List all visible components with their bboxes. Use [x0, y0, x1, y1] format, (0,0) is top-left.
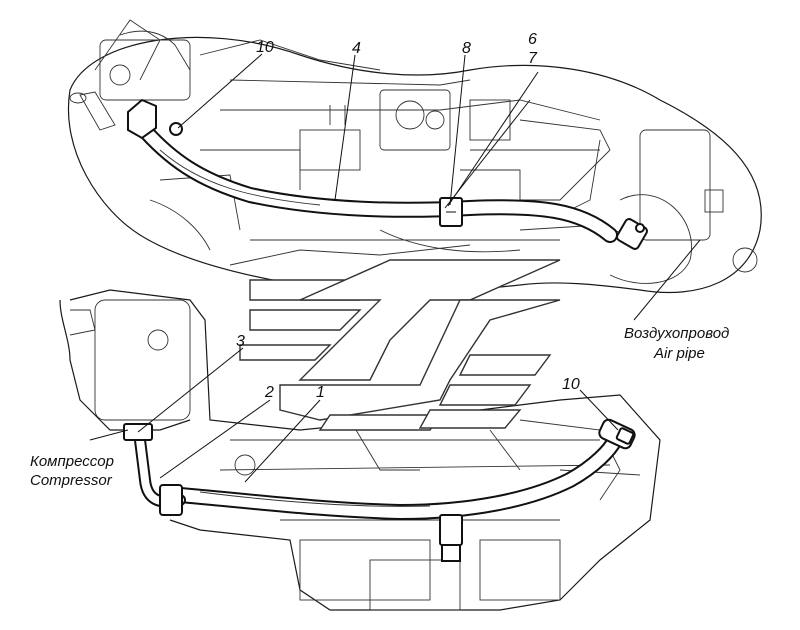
leader-lines [89, 53, 701, 483]
callout-10-top: 10 [256, 39, 274, 56]
callout-10-bottom: 10 [562, 376, 580, 393]
compressor-caption-en: Compressor [30, 472, 113, 489]
lower-right-hose-clamp [598, 418, 636, 450]
callouts: 10 4 8 6 7 3 2 1 10 [236, 31, 580, 401]
callout-4: 4 [352, 40, 361, 57]
upper-air-hose [132, 117, 618, 243]
lower-air-hose [172, 432, 623, 521]
callout-3: 3 [236, 333, 245, 350]
compressor-caption-ru: Компрессор [30, 453, 114, 470]
brand-logo [239, 259, 561, 431]
callout-2: 2 [264, 384, 274, 401]
lower-clamp [439, 514, 463, 562]
callout-8: 8 [462, 40, 471, 57]
callout-1: 1 [316, 384, 325, 401]
upper-hose-fitting [69, 91, 183, 140]
captions: Воздухопровод Air pipe Компрессор Compre… [30, 325, 729, 489]
air-pipe-caption-en: Air pipe [653, 345, 705, 362]
compressor-outlet-pipe [123, 423, 186, 516]
callout-7: 7 [528, 50, 538, 67]
callout-6: 6 [528, 31, 537, 48]
upper-right-hose-clamp [616, 218, 648, 250]
lower-engine-outline [59, 289, 661, 611]
air-pipe-caption-ru: Воздухопровод [624, 325, 729, 342]
